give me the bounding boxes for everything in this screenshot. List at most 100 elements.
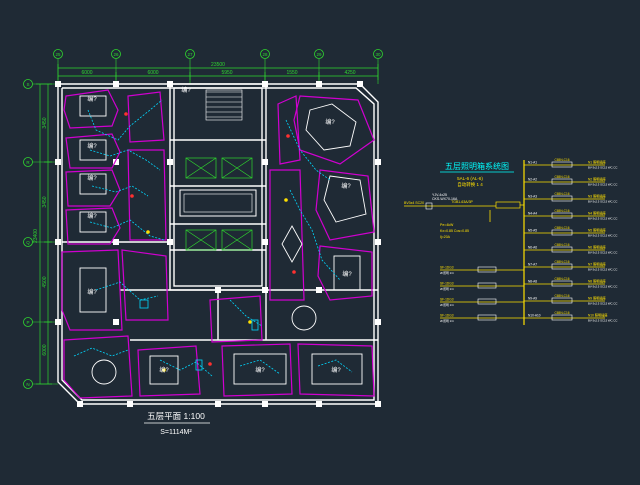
- column-15: [262, 239, 268, 245]
- circuit-cable: BV-3x2.5 SC15 WC.CC: [588, 285, 617, 289]
- room-label-6: 编?: [325, 118, 335, 126]
- breaker-label: C65N-C16: [554, 243, 569, 247]
- left-total-dimension: 23400: [33, 229, 39, 243]
- column-10: [262, 159, 268, 165]
- grid-bubble-label: 26: [113, 52, 119, 57]
- column-17: [55, 319, 61, 325]
- room-label-8: 编?: [342, 270, 352, 278]
- left-feed-sub: 2F照明 1/4: [440, 271, 454, 275]
- stair: [205, 89, 243, 121]
- incoming-cable-a: YJV-4x25: [432, 193, 447, 197]
- room-label-12: 编?: [181, 86, 191, 94]
- row-dim-4: 6000: [42, 344, 48, 355]
- circuit-cable: BV-3x2.5 SC15 WC.CC: [588, 200, 617, 204]
- circuit-cable: BV-3x2.5 SC15 WC.CC: [588, 234, 617, 238]
- breaker-label: C65N-C16: [554, 175, 569, 179]
- branch-tag: N4-A4: [528, 212, 537, 216]
- column-3: [167, 81, 173, 87]
- branch-tag: N5-A5: [528, 229, 537, 233]
- breaker-symbol: [551, 195, 573, 202]
- column-25: [215, 401, 221, 407]
- column-19: [215, 287, 221, 293]
- branch-tag: N3-A3: [528, 195, 537, 199]
- room-label-9: 编?: [159, 366, 169, 374]
- incoming-cable-b: CKS-WX70-16A: [432, 197, 458, 201]
- shaft-room: [179, 189, 257, 217]
- room-outlines: [61, 89, 375, 399]
- incoming-cable-c: BV3x4 SC20: [404, 201, 424, 205]
- column-5: [316, 81, 322, 87]
- breaker-symbol: [551, 178, 573, 185]
- left-feed-label: SF-1DG3: [440, 282, 454, 286]
- grid-bubble-label: Q: [26, 240, 30, 245]
- branch-tag: N1-A1: [528, 161, 537, 165]
- lighting-circuits: [73, 99, 353, 377]
- plan-area: S=1114M²: [160, 429, 192, 436]
- circuit-cable: BV-3x2.5 SC15 WC.CC: [588, 268, 617, 272]
- breaker-symbol: [551, 212, 573, 219]
- column-27: [316, 401, 322, 407]
- elevator-3: [185, 229, 217, 251]
- panel-sub: 自动转换 1 4: [457, 181, 483, 188]
- breaker-symbol: [551, 280, 573, 287]
- elevator-4: [221, 229, 253, 251]
- grid-bubble-label: 29: [316, 52, 322, 57]
- room-label-10: 编?: [255, 366, 265, 374]
- column-24: [127, 401, 133, 407]
- column-13: [113, 239, 119, 245]
- circuit-load: N4 照明插座: [588, 211, 607, 216]
- breaker-symbol: [551, 263, 573, 270]
- plan-title: 五层平面 1:100: [147, 411, 205, 421]
- branch-tag: N8-A8: [528, 280, 537, 284]
- circuit-cable: BV-3x2.5 SC15 WC.CC: [588, 251, 617, 255]
- column-4: [262, 81, 268, 87]
- column-12: [55, 239, 61, 245]
- grid-bubble-label: 27: [187, 52, 193, 57]
- left-feed-sub: 2F照明 1/4: [440, 287, 454, 291]
- col-dim-5: 4250: [344, 70, 355, 76]
- circuit-cable: BV-3x2.5 SC15 WC.CC: [588, 166, 617, 170]
- load-factor: Kx=0.85 Cos=0.85: [440, 229, 469, 233]
- incoming-breaker: [425, 202, 433, 210]
- column-23: [77, 401, 83, 407]
- room-label-1: 编?: [87, 95, 97, 103]
- branch-tag: N9-A9: [528, 297, 537, 301]
- row-dim-3: 4500: [42, 276, 48, 287]
- breaker-symbol: [551, 297, 573, 304]
- circuit-cable: BV-3x2.5 SC15 WC.CC: [588, 183, 617, 187]
- column-14: [167, 239, 173, 245]
- column-18: [113, 319, 119, 325]
- breaker-label: C65N-C16: [554, 311, 569, 315]
- column-8: [113, 159, 119, 165]
- circuit-load: N5 照明插座: [588, 228, 607, 233]
- structural-columns: [55, 81, 381, 407]
- column-21: [316, 287, 322, 293]
- breaker-label: C65N-C16: [554, 277, 569, 281]
- grid-bubble-label: 25: [55, 52, 61, 57]
- circuit-load: N7 照明插座: [588, 262, 607, 267]
- room-label-7: 编?: [341, 182, 351, 190]
- elevator-shafts: [185, 157, 253, 251]
- breaker-label: C65N-C16: [554, 226, 569, 230]
- overall-dimension: 23500: [211, 62, 225, 68]
- column-11: [375, 159, 381, 165]
- breaker-label: C65N-C16: [554, 260, 569, 264]
- circuit-cable: BV-3x2.5 SC15 WC.CC: [588, 319, 617, 323]
- top-dimension-lines: [57, 64, 379, 80]
- breaker-label: C65N-C16: [554, 294, 569, 298]
- breaker-symbol: [551, 314, 573, 321]
- left-feed-label: SF-1DG3: [440, 314, 454, 318]
- column-2: [113, 81, 119, 87]
- circuit-cable: BV-3x2.5 SC15 WC.CC: [588, 302, 617, 306]
